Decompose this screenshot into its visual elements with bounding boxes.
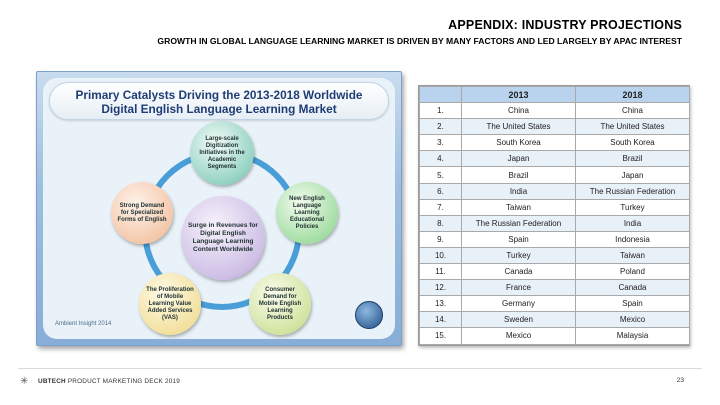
rank-cell: 4.: [419, 150, 462, 168]
country-2018-cell: Spain: [575, 295, 690, 313]
country-2013-cell: Japan: [461, 150, 576, 168]
catalyst-bubble-specialized-english: Strong Demand for Specialized Forms of E…: [111, 182, 173, 244]
country-2013-cell: France: [461, 279, 576, 297]
page-number: 23: [676, 377, 684, 384]
rank-cell: 2.: [419, 118, 462, 136]
rank-cell: 12.: [419, 279, 462, 297]
country-2013-cell: Taiwan: [461, 198, 576, 216]
rank-cell: 6.: [419, 182, 462, 200]
country-2013-cell: China: [461, 102, 576, 120]
asterisk-logo-icon: ✳: [20, 376, 29, 387]
footer-brand-name: UBTECH: [38, 378, 66, 385]
footer-divider: [18, 368, 702, 369]
country-2013-cell: Canada: [461, 263, 576, 281]
table-header-row: 2013 2018: [419, 85, 690, 104]
rank-cell: 5.: [419, 166, 462, 184]
diagram-title-line-2: Digital English Language Learning Market: [101, 102, 337, 116]
country-2018-cell: The Russian Federation: [575, 182, 690, 200]
country-2013-cell: The Russian Federation: [461, 214, 576, 232]
country-2018-cell: China: [575, 102, 690, 120]
country-2018-cell: Taiwan: [575, 246, 690, 265]
country-2013-cell: The United States: [461, 118, 576, 136]
rank-cell: 8.: [419, 214, 462, 232]
diagram-title-banner: Primary Catalysts Driving the 2013-2018 …: [49, 82, 389, 120]
country-2018-cell: India: [575, 214, 690, 232]
catalyst-bubble-consumer-demand: Consumer Demand for Mobile English Learn…: [249, 273, 311, 335]
catalyst-bubble-policies: New English Language Learning Educationa…: [276, 182, 338, 244]
rank-cell: 3.: [419, 134, 462, 152]
catalyst-diagram: Primary Catalysts Driving the 2013-2018 …: [36, 71, 402, 346]
rank-cell: 15.: [419, 327, 462, 345]
footer-brand: UBTECH PRODUCT MARKETING DECK 2019: [38, 378, 180, 385]
country-2018-cell: Malaysia: [575, 327, 690, 345]
country-2013-cell: Sweden: [461, 311, 576, 329]
diagram-panel: Primary Catalysts Driving the 2013-2018 …: [43, 78, 395, 339]
country-2018-cell: Turkey: [575, 198, 690, 216]
header-rank: [419, 85, 462, 104]
rank-cell: 7.: [419, 198, 462, 216]
catalyst-bubble-center: Surge in Revenues for Digital English La…: [181, 196, 265, 280]
country-2013-cell: Germany: [461, 295, 576, 313]
slide-subtitle: GROWTH IN GLOBAL LANGUAGE LEARNING MARKE…: [157, 36, 682, 46]
country-2018-cell: Mexico: [575, 311, 690, 329]
country-2013-cell: Brazil: [461, 166, 576, 184]
country-2018-cell: Canada: [575, 279, 690, 297]
catalyst-bubble-mobile-vas: The Proliferation of Mobile Learning Val…: [139, 273, 201, 335]
header-2018: 2018: [575, 85, 690, 104]
country-2013-cell: Turkey: [461, 246, 576, 265]
rank-cell: 11.: [419, 263, 462, 281]
country-2013-cell: India: [461, 182, 576, 200]
catalyst-bubble-digitization: Large-scale Digitization Initiatives in …: [190, 121, 254, 185]
rank-cell: 13.: [419, 295, 462, 313]
country-2018-cell: Brazil: [575, 150, 690, 168]
rank-cell: 1.: [419, 102, 462, 120]
diagram-title-line-1: Primary Catalysts Driving the 2013-2018 …: [75, 88, 363, 102]
diagram-credit: Ambient Insight 2014: [55, 321, 112, 327]
country-2018-cell: Poland: [575, 263, 690, 281]
slide-title: APPENDIX: INDUSTRY PROJECTIONS: [448, 18, 682, 32]
country-2013-cell: South Korea: [461, 134, 576, 152]
footer-deck-name: PRODUCT MARKETING DECK 2019: [67, 378, 180, 385]
country-2018-cell: South Korea: [575, 134, 690, 152]
rank-cell: 10.: [419, 246, 462, 265]
country-2013-cell: Mexico: [461, 327, 576, 345]
country-2018-cell: The United States: [575, 118, 690, 136]
country-2013-cell: Spain: [461, 230, 576, 248]
country-2018-cell: Indonesia: [575, 230, 690, 248]
rank-cell: 9.: [419, 230, 462, 248]
country-2018-cell: Japan: [575, 166, 690, 184]
header-2013: 2013: [461, 85, 576, 104]
ambient-insight-logo-icon: [355, 301, 383, 329]
rank-cell: 14.: [419, 311, 462, 329]
